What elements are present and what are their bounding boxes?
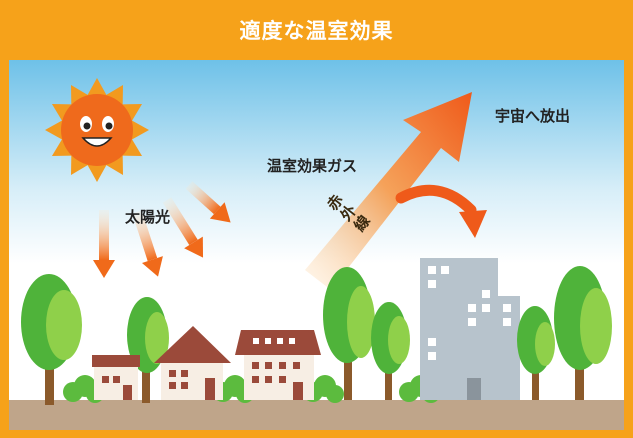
tree-icon: [127, 297, 169, 403]
tree-icon: [21, 274, 82, 405]
apartment-building: [235, 330, 321, 400]
title-bar: 適度な温室効果: [0, 0, 633, 60]
tree-icon: [371, 302, 410, 400]
office-building: [420, 258, 520, 400]
tree-icon: [517, 306, 555, 400]
sun-icon: [45, 78, 149, 182]
house-small: [92, 355, 140, 400]
infrared-arrow: [305, 92, 472, 290]
infrared-label-box: 赤外線: [323, 180, 379, 260]
diagram-title: 適度な温室効果: [239, 19, 394, 43]
tree-icon: [323, 267, 375, 400]
scene-illustration: [9, 60, 624, 430]
reradiation-arrow: [395, 184, 487, 238]
sunlight-arrows: [93, 181, 231, 278]
greenhouse-gas-label: 温室効果ガス: [267, 157, 358, 175]
release-to-space-label: 宇宙へ放出: [495, 107, 571, 125]
house-gable: [154, 326, 231, 400]
tree-icon: [554, 266, 612, 400]
sunlight-label: 太陽光: [125, 208, 171, 226]
scene: 太陽光 温室効果ガス 宇宙へ放出 赤外線: [9, 60, 624, 430]
ground: [9, 400, 624, 430]
